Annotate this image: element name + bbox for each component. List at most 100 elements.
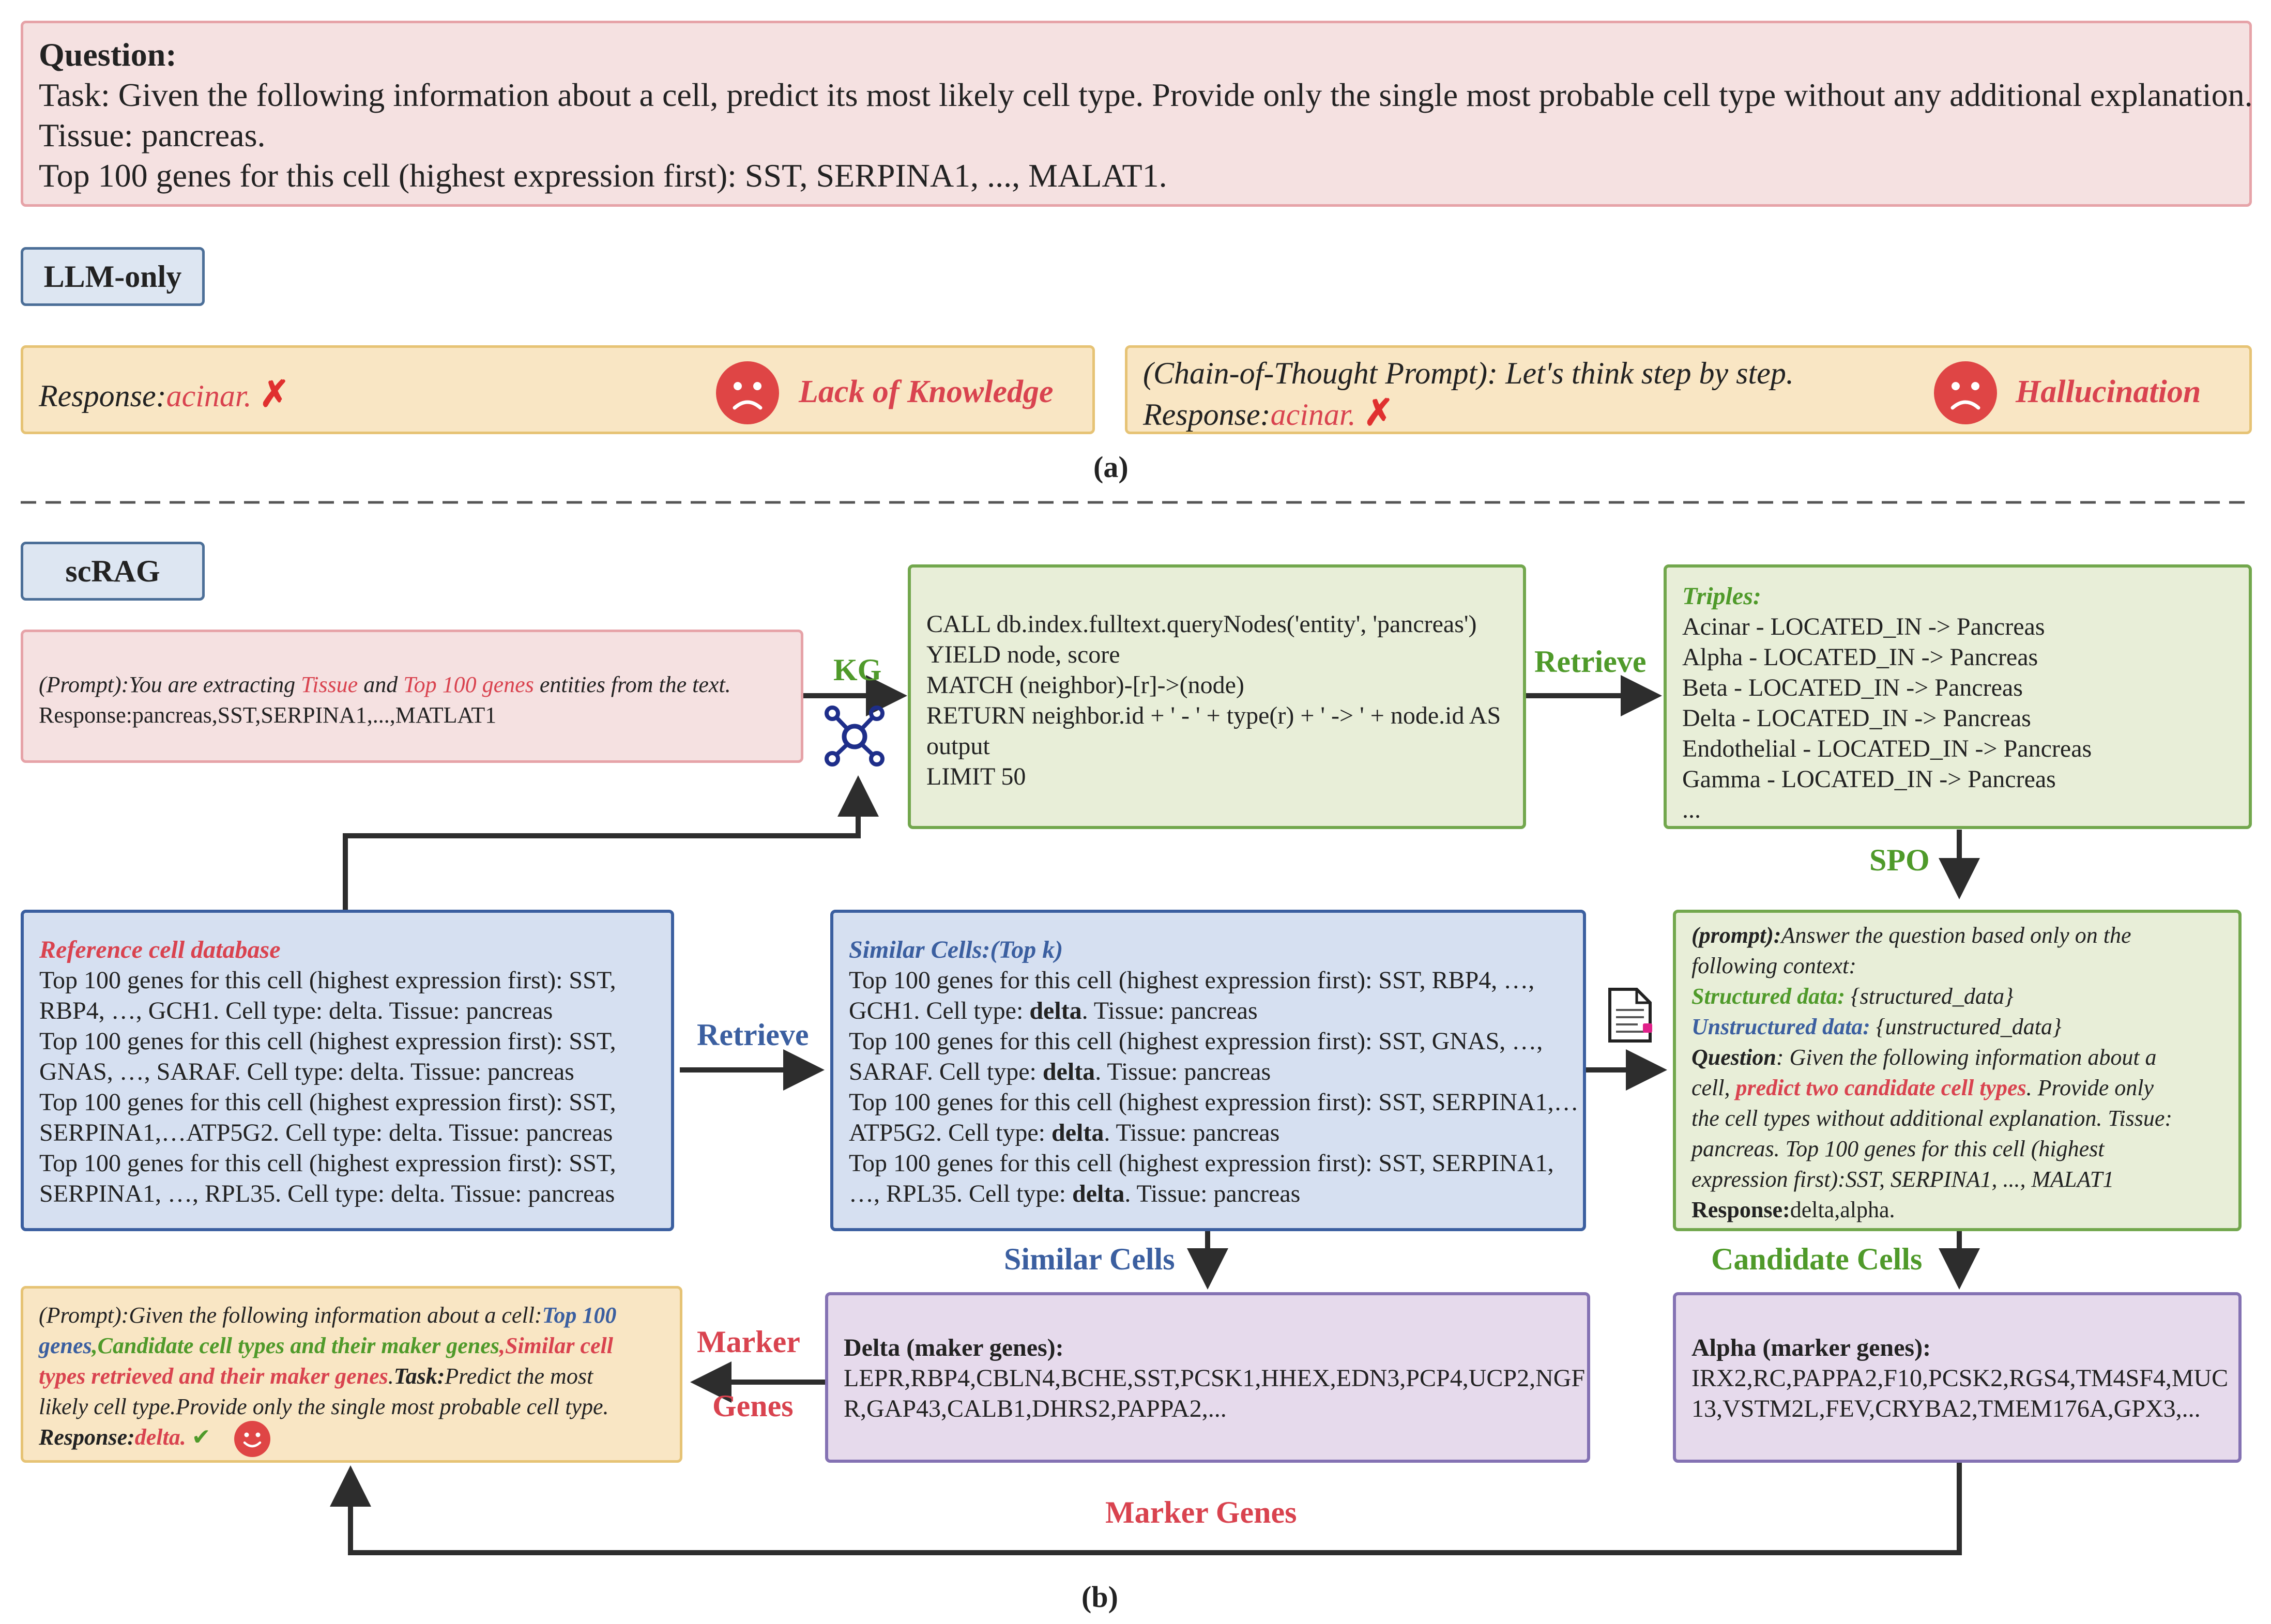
reference-line: Top 100 genes for this cell (highest exp… [39,1150,616,1177]
similar-line: …, RPL35. [849,1180,963,1207]
reference-line: SERPINA1,…ATP5G2. Cell type: delta. Tiss… [39,1119,613,1146]
question-heading: Question: [39,36,177,73]
final-task: Predict the most [445,1363,593,1389]
similar-line: ATP5G2. [849,1119,942,1146]
extract-response: Response:pancreas,SST,SERPINA1,...,MATLA… [39,702,497,728]
triple-item: Acinar - LOCATED_IN -> Pancreas [1682,613,2045,640]
alpha-genes: 13,VSTM2L,FEV,CRYBA2,TMEM176A,GPX3,... [1691,1395,2201,1422]
alpha-title: Alpha (marker genes): [1691,1334,1931,1361]
tissue-suffix: . Tissue: pancreas [1104,1119,1280,1146]
final-candidate: ,Candidate cell types and their maker ge… [92,1333,499,1358]
final-task-label: Task: [393,1363,445,1389]
response-label: Response: [1691,1197,1790,1222]
reference-line: Top 100 genes for this cell (highest exp… [39,967,616,994]
response-value: acinar. [1270,397,1356,432]
celltype-value: delta [1051,1119,1104,1146]
extract-suffix: entities from the text. [534,672,731,697]
cypher-line: YIELD node, score [926,641,1120,668]
reference-db-box: Reference cell database Top 100 genes fo… [21,910,674,1231]
final-response-value: delta. [134,1424,186,1450]
extract-tissue: Tissue [301,672,358,697]
cypher-line: output [926,732,990,760]
similar-line: Top 100 genes for this cell (highest exp… [849,1089,1579,1116]
cypher-line: LIMIT 50 [926,763,1026,790]
marker-genes-label-bottom: Marker Genes [1105,1495,1297,1529]
final-dot: . [388,1363,394,1389]
unstructured-label: Unstructured data: [1691,1014,1870,1039]
triple-item: Endothelial - LOCATED_IN -> Pancreas [1682,735,2092,762]
question-genes: Top 100 genes for this cell (highest exp… [39,157,1167,194]
similar-line: GCH1. [849,997,920,1024]
rag-prompt-box: (prompt):Answer the question based only … [1673,910,2242,1231]
unstructured-value: {unstructured_data} [1870,1014,2062,1039]
scrag-tag: scRAG [21,542,205,601]
prompt-line: the cell types without additional explan… [1691,1106,2173,1131]
tissue-suffix: . Tissue: pancreas [1095,1058,1271,1085]
marker-label-top: Marker [697,1325,800,1359]
cot-response-box: (Chain-of-Thought Prompt): Let's think s… [1125,345,2252,434]
similar-cells-label: Similar Cells [1004,1242,1175,1276]
reference-db-title: Reference cell database [39,936,281,963]
final-prompt: (Prompt):Given the following information… [39,1303,542,1328]
final-answer-box: (Prompt):Given the following information… [21,1286,682,1463]
kg-label: KG [833,653,882,687]
cypher-line: MATCH (neighbor)-[r]->(node) [926,671,1244,699]
celltype-value: delta [1042,1058,1095,1085]
final-top-genes: Top 100 [542,1303,617,1328]
cypher-query-box: CALL db.index.fulltext.queryNodes('entit… [908,564,1526,829]
cypher-line: CALL db.index.fulltext.queryNodes('entit… [926,610,1477,638]
verdict-lack-of-knowledge: Lack of Knowledge [799,374,1054,409]
similar-line: Top 100 genes for this cell (highest exp… [849,967,1535,994]
extract-prompt: (Prompt):You are extracting [39,672,301,697]
delta-marker-box: Delta (maker genes): LEPR,RBP4,CBLN4,BCH… [825,1292,1590,1463]
cross-icon: ✗ [1363,393,1394,433]
retrieve-label-kg: Retrieve [1534,645,1647,679]
question-tissue: Tissue: pancreas. [39,117,266,154]
sad-face-icon [1934,361,1997,424]
prompt-label: (prompt): [1691,923,1781,948]
response-value: acinar. [166,379,252,413]
celltype-label: Cell type: [969,1180,1072,1207]
tissue-suffix: . Tissue: pancreas [1124,1180,1301,1207]
response-label: Response: [1143,397,1271,432]
celltype-label: Cell type: [939,1058,1043,1085]
reference-line: GNAS, …, SARAF. Cell type: delta. Tissue… [39,1058,574,1085]
candidate-cells-label: Candidate Cells [1711,1242,1923,1276]
triple-item: Delta - LOCATED_IN -> Pancreas [1682,704,2031,732]
extract-prompt-box: (Prompt):You are extracting Tissue and T… [21,630,803,763]
delta-title: Delta (maker genes): [844,1334,1064,1361]
cross-icon: ✗ [259,375,290,415]
triple-item: Beta - LOCATED_IN -> Pancreas [1682,674,2023,701]
structured-label: Structured data: [1691,984,1846,1009]
triples-title: Triples: [1682,583,1761,610]
celltype-value: delta [1072,1180,1125,1207]
triple-item: Alpha - LOCATED_IN -> Pancreas [1682,644,2038,671]
delta-genes: R,GAP43,CALB1,DHRS2,PAPPA2,... [844,1395,1227,1422]
document-icon [1607,987,1653,1044]
celltype-label: Cell type: [926,997,1030,1024]
check-icon: ✔ [191,1424,211,1450]
extract-genes: Top 100 genes [403,672,534,697]
llm-only-tag: LLM-only [21,247,205,306]
alpha-genes: IRX2,RC,PAPPA2,F10,PCSK2,RGS4,TM4SF4,MUC [1691,1365,2229,1392]
final-similar-2: types retrieved and their maker genes [39,1363,388,1389]
final-response-label: Response: [39,1424,135,1450]
reference-line: SERPINA1, …, RPL35. Cell type: delta. Ti… [39,1180,615,1207]
structured-value: {structured_data} [1845,984,2014,1009]
predict-instruction: predict two candidate cell types [1735,1075,2026,1100]
reference-line: Top 100 genes for this cell (highest exp… [39,1028,616,1055]
after-predict: . Provide only [2026,1075,2154,1100]
response-value: delta,alpha. [1790,1197,1895,1222]
reference-line: Top 100 genes for this cell (highest exp… [39,1089,616,1116]
marker-label-bottom: Genes [712,1389,794,1423]
caption-a: (a) [1093,450,1129,484]
final-similar: ,Similar cell [499,1333,613,1358]
verdict-hallucination: Hallucination [2016,374,2201,409]
triple-item: Gamma - LOCATED_IN -> Pancreas [1682,765,2056,793]
cell-prefix: cell, [1691,1075,1736,1100]
extract-and: and [358,672,404,697]
question-label: Question [1691,1045,1776,1070]
question-task: Task: Given the following information ab… [39,76,2253,113]
similar-line: SARAF. [849,1058,933,1085]
prompt-line: pancreas. Top 100 genes for this cell (h… [1691,1136,2105,1161]
